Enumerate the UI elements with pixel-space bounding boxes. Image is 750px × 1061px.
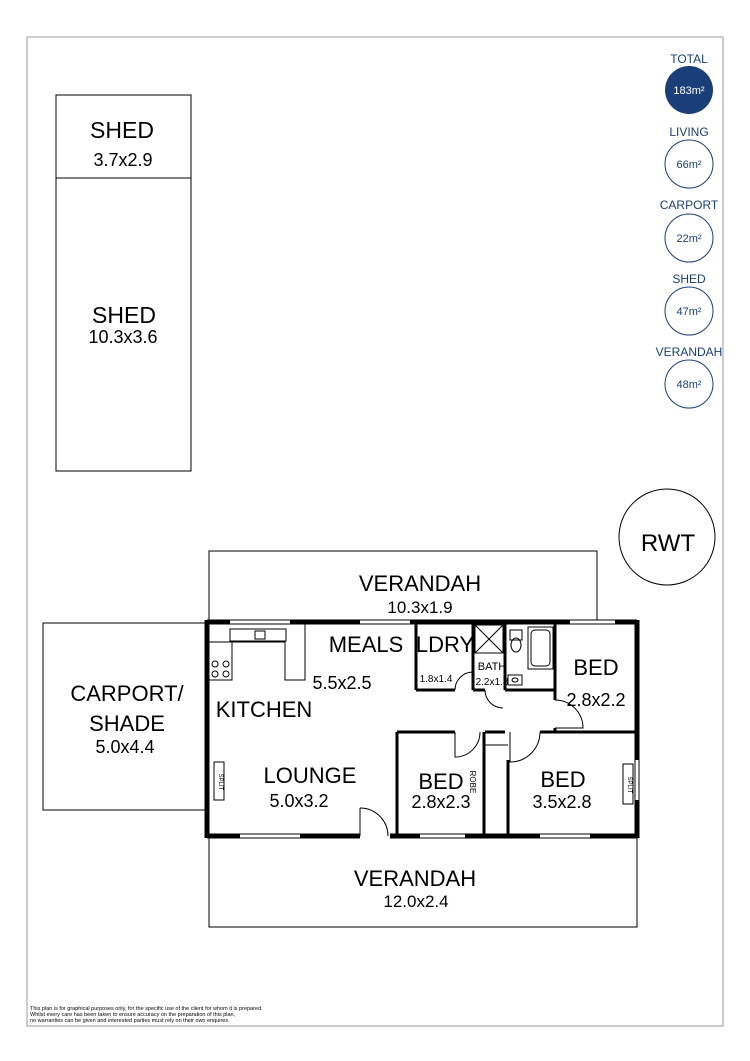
ldry-size: 1.8x1.4 <box>420 674 453 685</box>
carport-area-label: CARPORT <box>660 198 719 212</box>
lounge-size: 5.0x3.2 <box>269 791 328 811</box>
disclaimer: This plan is for graphical purposes only… <box>30 1006 263 1024</box>
page-border <box>26 36 724 1027</box>
bed3-label: BED <box>540 767 585 792</box>
total-circle <box>665 66 713 114</box>
bath-size: 2.2x1.8 <box>476 677 509 688</box>
shed-large <box>55 177 192 472</box>
bed2-size: 2.8x2.3 <box>411 792 470 812</box>
meals-label: MEALS <box>329 632 404 657</box>
living-value: 66m² <box>676 159 701 171</box>
entry-door <box>359 807 389 837</box>
carport-name-line2: SHADE <box>89 711 165 736</box>
shed-area-circle <box>664 286 714 336</box>
rwt-label: RWT <box>641 530 696 557</box>
verandah-top <box>208 550 598 622</box>
bed1-size: 2.8x2.2 <box>566 690 625 710</box>
verandah-bottom <box>208 836 638 928</box>
internal-walls <box>395 622 637 836</box>
shed-small-size: 3.7x2.9 <box>93 150 152 170</box>
windows <box>230 619 640 839</box>
verandah-area-label: VERANDAH <box>656 345 723 359</box>
living-circle <box>664 139 714 189</box>
verandah-bottom-name: VERANDAH <box>354 866 476 891</box>
carport-area-circle <box>664 213 714 263</box>
shed-large-size: 10.3x3.6 <box>88 327 157 347</box>
total-value: 183m² <box>673 85 705 97</box>
disclaimer-line1: This plan is for graphical purposes only… <box>30 1006 263 1012</box>
robe-label: ROBE <box>468 771 477 794</box>
sheds: SHED 3.7x2.9 SHED 10.3x3.6 <box>55 94 192 472</box>
bed1-label: BED <box>573 655 618 680</box>
shed-area-label: SHED <box>672 272 706 286</box>
split-units <box>213 761 634 805</box>
total-label: TOTAL <box>670 52 708 66</box>
verandah-bottom-size: 12.0x2.4 <box>383 892 448 911</box>
carport-area-value: 22m² <box>676 233 701 245</box>
internal-doors <box>454 671 584 763</box>
lounge-label: LOUNGE <box>264 763 357 788</box>
verandah-area-value: 48m² <box>676 379 701 391</box>
shed-area-value: 47m² <box>676 306 701 318</box>
split-label-lounge: SPLIT <box>217 774 223 791</box>
split-label-bed3: SPLIT <box>626 777 632 794</box>
verandah-area-circle <box>664 359 714 409</box>
living-label: LIVING <box>669 125 708 139</box>
kitchen-label: KITCHEN <box>216 697 313 722</box>
verandah-top-name: VERANDAH <box>359 571 481 596</box>
kitchen-counter <box>209 624 306 681</box>
disclaimer-line2: Whilst every care has been taken to ensu… <box>30 1012 236 1018</box>
bath-fixtures <box>474 624 554 686</box>
ldry-label: LDRY <box>416 632 475 657</box>
disclaimer-line3: no warranties can be given and intereste… <box>30 1018 230 1024</box>
area-summary: TOTAL 183m² LIVING 66m² CARPORT 22m² SHE… <box>656 52 723 409</box>
shed-large-name: SHED <box>92 302 156 328</box>
carport-name-line1: CARPORT/ <box>70 681 184 706</box>
bath-label: BATH <box>478 661 507 673</box>
carport-size: 5.0x4.4 <box>95 737 154 757</box>
verandah-top-size: 10.3x1.9 <box>387 598 452 617</box>
bed3-size: 3.5x2.8 <box>532 792 591 812</box>
bed2-label: BED <box>418 769 463 794</box>
kitchen-size: 5.5x2.5 <box>312 673 371 693</box>
rwt-circle <box>618 488 716 586</box>
shed-small-name: SHED <box>90 117 154 143</box>
